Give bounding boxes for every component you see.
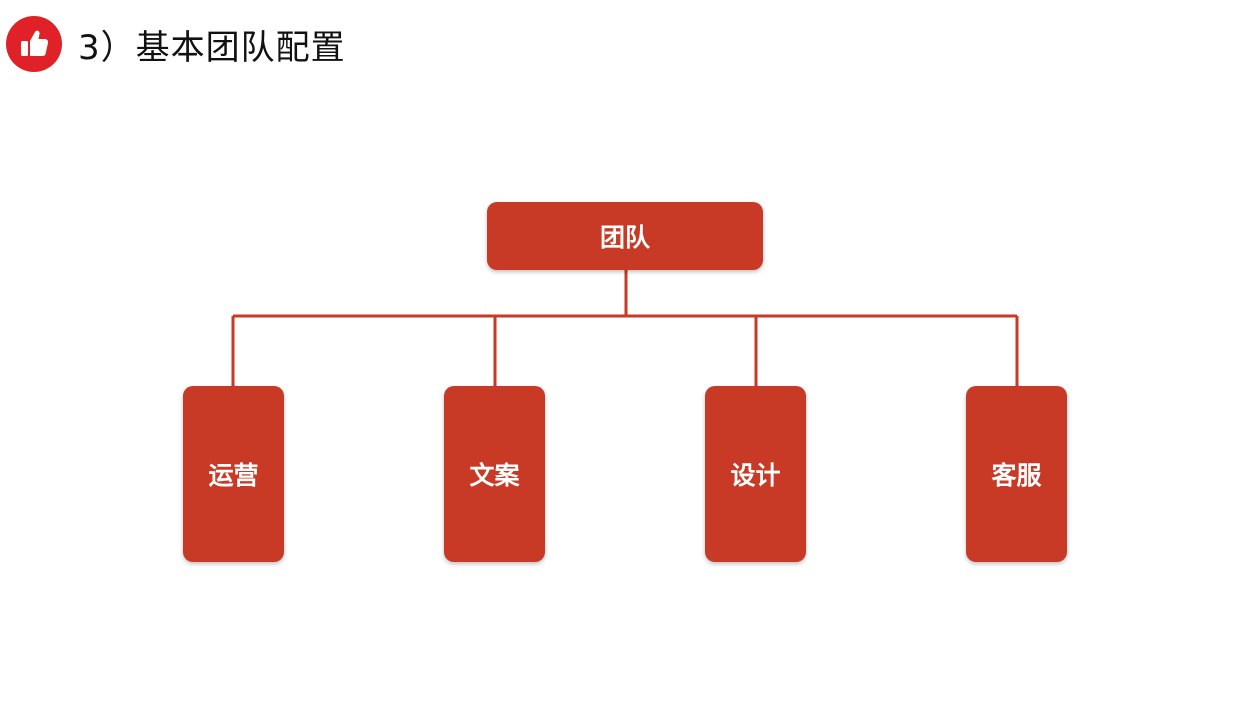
root-node: 团队 (487, 202, 763, 270)
root-node-label: 团队 (599, 223, 650, 252)
thumbs-up-icon (6, 16, 62, 72)
slide-header: 3）基本团队配置 (6, 16, 346, 72)
child-node-operations: 运营 (183, 386, 284, 562)
page-title: 3）基本团队配置 (78, 27, 346, 68)
child-node-label: 客服 (991, 461, 1042, 490)
child-node-copywriting: 文案 (444, 386, 545, 562)
child-node-design: 设计 (705, 386, 806, 562)
child-node-label: 设计 (730, 461, 781, 490)
child-node-customer-service: 客服 (966, 386, 1067, 562)
child-node-label: 运营 (208, 461, 259, 490)
child-node-label: 文案 (469, 461, 520, 490)
